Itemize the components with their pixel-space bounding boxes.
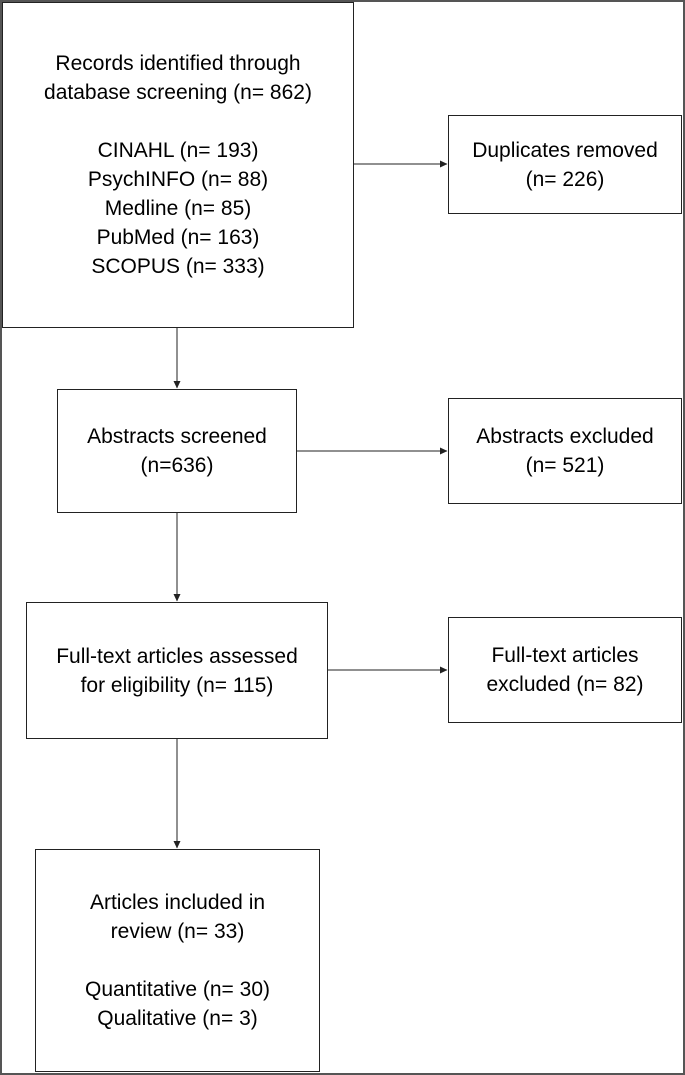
fulltext-excluded-box: Full-text articles excluded (n= 82)	[448, 617, 682, 723]
identification-line-2: database screening (n= 862)	[44, 81, 312, 104]
identification-box: Records identified through database scre…	[2, 2, 354, 328]
database-count: CINAHL (n= 193)	[97, 139, 259, 162]
screening-line-1: Abstracts screened	[87, 425, 267, 448]
fulltext-excluded-line-1: Full-text articles	[491, 644, 639, 667]
identification-line-1: Records identified through	[55, 52, 301, 75]
database-count: PubMed (n= 163)	[96, 226, 260, 249]
included-breakdown: Quantitative (n= 30)	[84, 978, 271, 1001]
database-count: PsychINFO (n= 88)	[87, 168, 269, 191]
eligibility-box: Full-text articles assessed for eligibil…	[26, 602, 328, 739]
eligibility-line-1: Full-text articles assessed	[56, 644, 298, 668]
included-breakdown: Qualitative (n= 3)	[97, 1007, 258, 1030]
abstracts-excluded-box: Abstracts excluded (n= 521)	[448, 398, 682, 504]
included-line-2: review (n= 33)	[110, 920, 245, 943]
eligibility-line-2: for eligibility (n= 115)	[80, 673, 274, 697]
database-count: Medline (n= 85)	[104, 197, 252, 220]
abstracts-excluded-line-2: (n= 521)	[525, 454, 605, 477]
included-line-1: Articles included in	[89, 891, 266, 914]
database-count: SCOPUS (n= 333)	[91, 255, 265, 278]
included-box: Articles included in review (n= 33) Quan…	[35, 849, 320, 1072]
duplicates-line-2: (n= 226)	[525, 167, 605, 191]
screening-box: Abstracts screened (n=636)	[57, 389, 297, 513]
duplicates-line-1: Duplicates removed	[472, 138, 658, 162]
screening-line-2: (n=636)	[140, 454, 214, 477]
fulltext-excluded-line-2: excluded (n= 82)	[486, 673, 644, 696]
duplicates-box: Duplicates removed (n= 226)	[448, 115, 682, 214]
abstracts-excluded-line-1: Abstracts excluded	[476, 425, 654, 448]
